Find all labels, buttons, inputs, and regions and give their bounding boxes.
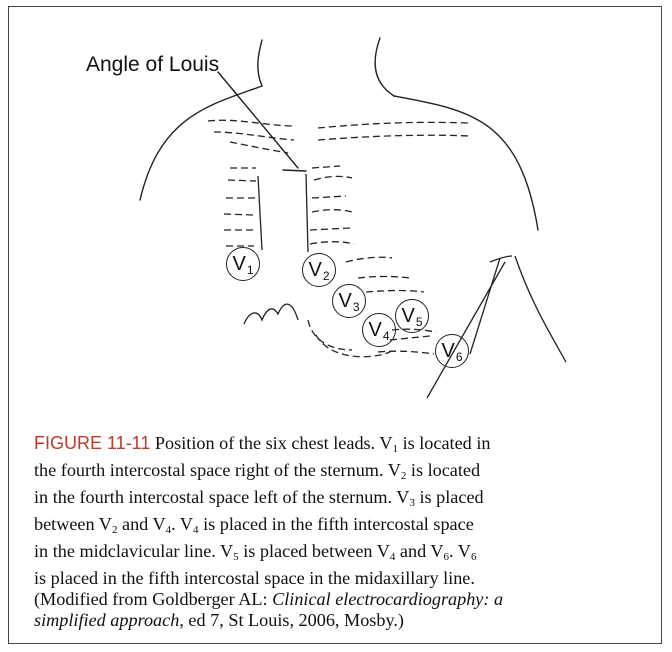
lead-v1-sub: 1 (247, 264, 254, 276)
caption-line-4: between V2 and V4. V4 is placed in the f… (34, 514, 642, 541)
lead-v6-sub: 6 (456, 351, 463, 363)
figure-number: FIGURE 11-11 (34, 433, 150, 453)
xiphoid-line (244, 304, 298, 324)
right-shoulder-line (394, 96, 538, 230)
costal-margin (308, 320, 352, 350)
caption-line-1: FIGURE 11-11 Position of the six chest l… (34, 433, 642, 460)
lead-v5-letter: V (401, 306, 414, 326)
angle-of-louis-label: Angle of Louis (86, 53, 219, 77)
lead-v6-letter: V (441, 341, 454, 361)
lead-v1-letter: V (232, 254, 245, 274)
midaxillary-line (470, 258, 500, 354)
caption-line-6: is placed in the fifth intercostal space… (34, 568, 642, 589)
lead-v5-sub: 5 (416, 316, 423, 328)
caption-line-3: in the fourth intercostal space left of … (34, 487, 642, 514)
neck-right-line (375, 38, 394, 96)
figure-caption: FIGURE 11-11 Position of the six chest l… (34, 433, 642, 631)
left-clavicle (208, 120, 292, 126)
caption-line-2: the fourth intercostal space right of th… (34, 460, 642, 487)
lead-v4-letter: V (368, 320, 381, 340)
lead-v3-letter: V (338, 291, 351, 311)
lead-v3-sub: 3 (353, 301, 360, 313)
lead-v2-letter: V (308, 260, 321, 280)
caption-line-8: simplified approach, ed 7, St Louis, 200… (34, 610, 642, 631)
caption-line-5: in the midclavicular line. V5 is placed … (34, 541, 642, 568)
lead-v4-sub: 4 (383, 330, 390, 342)
lead-v2-sub: 2 (323, 270, 330, 282)
right-clavicle (318, 122, 468, 128)
neck-left-line (258, 40, 262, 86)
caption-line-7: (Modified from Goldberger AL: Clinical e… (34, 589, 642, 610)
